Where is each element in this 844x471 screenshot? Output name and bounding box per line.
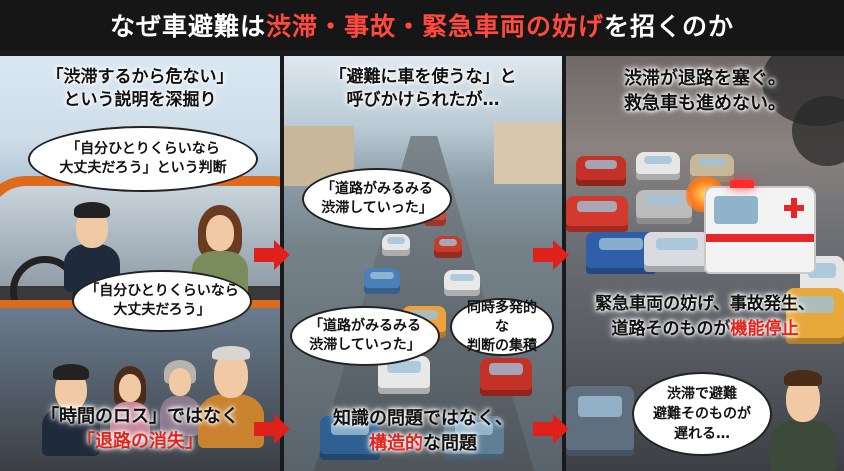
- car: [636, 152, 680, 180]
- title-bar: なぜ車避難は渋滞・事故・緊急車両の妨げを招くのか: [0, 0, 844, 50]
- panel-2-bubble-1-line1: 「道路がみるみる: [321, 181, 433, 197]
- panel-3-caption-mid-line2a: 道路そのものが: [611, 319, 731, 339]
- man-bottom: [40, 356, 102, 456]
- panel-3-speech-bubble: 渋滞で避難 避難そのものが 遅れる…: [632, 372, 772, 456]
- car: [480, 358, 532, 396]
- car: [364, 268, 400, 294]
- house-right: [494, 122, 562, 184]
- title-part3: を招くのか: [604, 12, 735, 41]
- panel-3-caption-top-b: が: [660, 68, 678, 89]
- panel-3: 渋滞が退路を塞ぐ。 救急車も進めない。 緊急車両の妨げ、事故発生、 道路そのもの…: [566, 56, 844, 471]
- panel-2-caption-top-line1: 「避難に車を使うな」と: [329, 67, 517, 87]
- car: [644, 232, 710, 272]
- panel-1-caption-top-line1: 「渋滞するから危ない」: [46, 67, 234, 87]
- panel-2-bubble-1-line2: 渋滞していった」: [321, 200, 433, 216]
- car: [786, 288, 844, 344]
- red-cross-icon: [784, 198, 804, 218]
- title-highlight: 渋滞・事故・緊急車両の妨げ: [265, 12, 604, 41]
- ambulance: [704, 180, 816, 274]
- panel-3-caption-mid-red: 機能停止: [730, 319, 799, 339]
- title-part1: なぜ車避難は: [109, 12, 266, 41]
- panel-1-speech-bubble-2: 「自分ひとりくらいなら 大丈夫だろう」: [72, 270, 252, 332]
- panel-1-caption-bottom-line2: 「退路の消失」: [77, 431, 203, 452]
- panel-2: 「避難に車を使うな」と 呼びかけられたが… 「道路がみるみる 渋滞していった」 …: [284, 56, 562, 471]
- panel-2-speech-bubble-1: 「道路がみるみる 渋滞していった」: [302, 168, 452, 230]
- panel-1-caption-top-line2: という説明を深掘り: [63, 90, 217, 110]
- panel-3-caption-top: 渋滞が退路を塞ぐ。 救急車も進めない。: [566, 66, 844, 116]
- car: [636, 190, 692, 224]
- panel-2-bubble-3-line1: 同時多発的な: [467, 299, 537, 335]
- smoke-cloud: [792, 96, 844, 166]
- panel-1-bubble-1-line1: 「自分ひとりくらいなら: [66, 141, 220, 157]
- panel-2-caption-bottom-red: 構造的: [369, 433, 423, 454]
- panel-2-caption-bottom-tail: な問題: [423, 433, 477, 454]
- car: [576, 156, 626, 186]
- panel-2-caption-top-line2: 呼びかけられたが…: [346, 90, 500, 110]
- panel-2-caption-top: 「避難に車を使うな」と 呼びかけられたが…: [284, 66, 562, 112]
- car: [320, 416, 380, 460]
- panel-3-bubble-line1: 渋滞で避難: [667, 386, 737, 402]
- panel-3-caption-top-a: 渋滞: [624, 68, 660, 89]
- worried-man: [766, 362, 840, 471]
- panel-1: 「渋滞するから危ない」 という説明を深掘り 「自分ひとりくらいなら 大丈夫だろう…: [0, 56, 280, 471]
- panel-2-bubble-3-line2: 判断の集積: [467, 337, 537, 354]
- panel-3-caption-mid-line1: 緊急車両の妨げ、事故発生、: [595, 294, 815, 314]
- car: [444, 416, 504, 460]
- arrow-right-icon: [533, 414, 569, 444]
- panel-3-caption-top-c: 退路を塞ぐ。: [678, 68, 786, 89]
- panel-1-speech-bubble-1: 「自分ひとりくらいなら 大丈夫だろう」という判断: [28, 126, 258, 192]
- panel-3-bubble-line3: 遅れる…: [674, 426, 730, 442]
- panel-1-bubble-2-line2: 大丈夫だろう」: [113, 302, 211, 318]
- panel-3-caption-mid: 緊急車両の妨げ、事故発生、 道路そのものが機能停止: [566, 292, 844, 342]
- woman-bottom: [108, 362, 152, 442]
- car: [566, 386, 634, 456]
- panel-3-caption-top-line2: 救急車も進めない。: [624, 93, 786, 114]
- panel-2-bubble-2-line2: 渋滞していった」: [309, 337, 421, 353]
- panel-2-speech-bubble-2: 「道路がみるみる 渋滞していった」: [290, 306, 440, 366]
- panel-1-caption-top: 「渋滞するから危ない」 という説明を深掘り: [0, 66, 280, 112]
- car: [382, 234, 410, 256]
- panel-1-bubble-2-line1: 「自分ひとりくらいなら: [85, 283, 239, 299]
- page-title: なぜ車避難は渋滞・事故・緊急車両の妨げを招くのか: [110, 7, 734, 43]
- panel-1-caption-bottom-line1: 「時間のロス」ではなく: [41, 406, 239, 427]
- car: [444, 270, 480, 296]
- car: [566, 196, 628, 232]
- elderly-man: [196, 338, 266, 448]
- panel-3-bubble-line2: 避難そのものが: [653, 406, 751, 422]
- elderly-woman: [158, 356, 202, 436]
- arrow-right-icon: [254, 414, 290, 444]
- panel-2-bubble-2-line1: 「道路がみるみる: [309, 318, 421, 334]
- arrow-right-icon: [254, 240, 290, 270]
- panel-2-caption-bottom: 知識の問題ではなく、 構造的な問題: [284, 406, 562, 456]
- panel-1-caption-bottom: 「時間のロス」ではなく 「退路の消失」: [0, 404, 280, 454]
- arrow-right-icon: [533, 240, 569, 270]
- panel-1-bubble-1-line2: 大丈夫だろう」という判断: [59, 160, 227, 176]
- car: [434, 236, 462, 258]
- panel-2-caption-bottom-line1: 知識の問題ではなく、: [333, 408, 513, 429]
- panel-2-speech-bubble-3: 同時多発的な 判断の集積: [450, 298, 554, 356]
